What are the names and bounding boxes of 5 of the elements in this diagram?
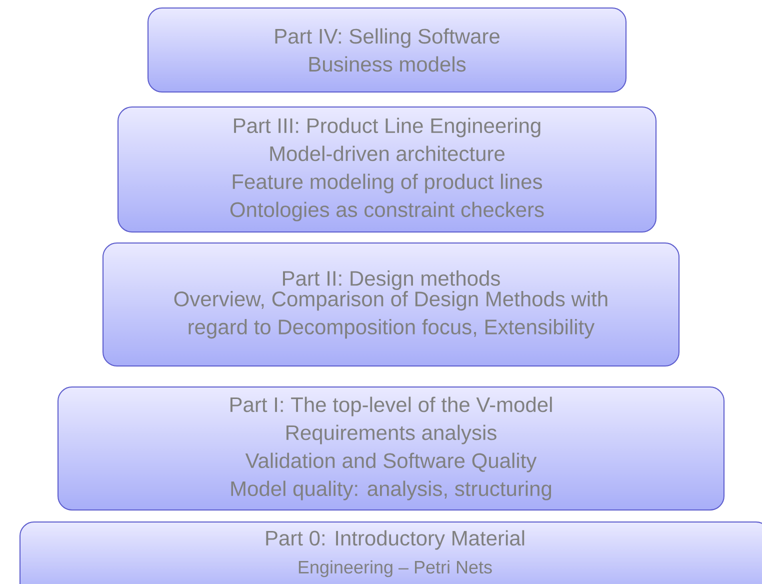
text-box: Part III: Product Line Engineering Model-driven architecture Feature modeling of product lines Ontologies as constraint checkers	[118, 106, 656, 232]
text-box: Part I: The top-level of the V-model Requirements analysis Validation and Software Quality Model quality: analysis, structuring	[58, 386, 724, 510]
text-box: Part IV: Selling Software Business models	[148, 8, 626, 92]
text-box: Part 0: Introductory Material Engineering – Petri Nets	[20, 522, 762, 584]
text-box: Part II: Design methods Overview, Comparison of Design Methods with regard to Decomposition focus, Extensibility	[102, 242, 680, 366]
